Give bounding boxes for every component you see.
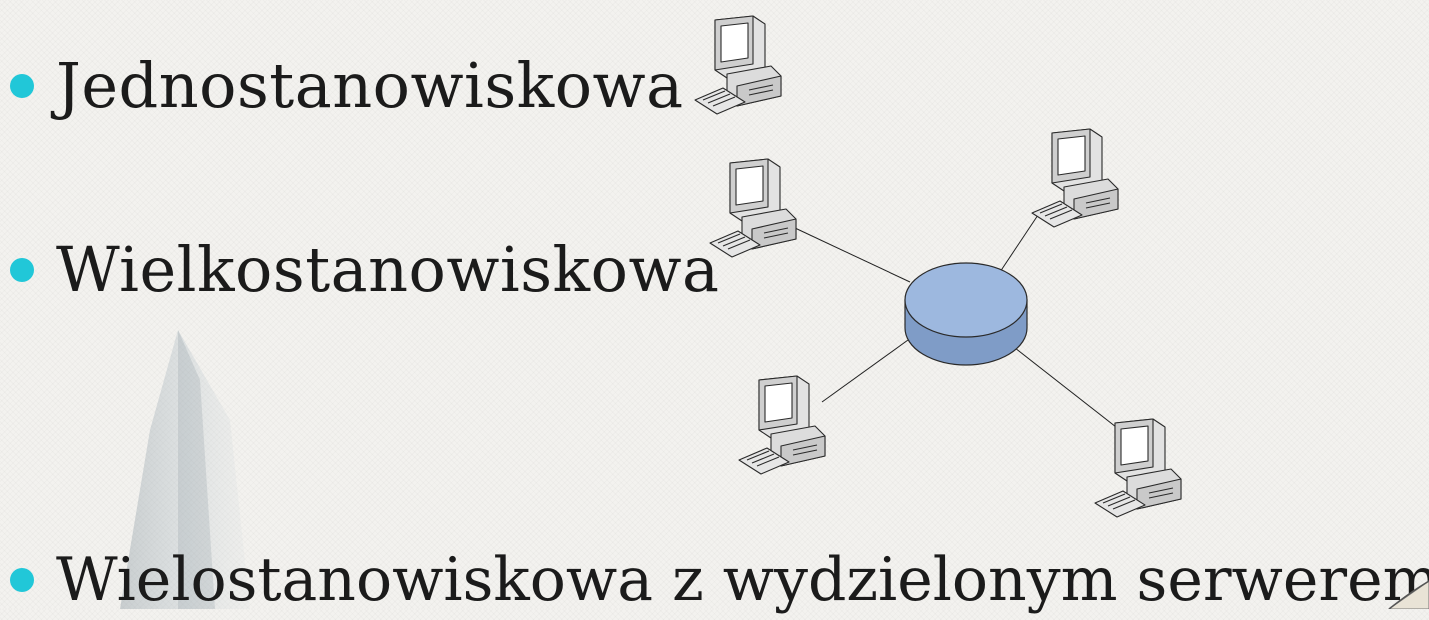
computer-icon xyxy=(709,158,797,258)
bullet-text: Wielostanowiskowa z wydzielonym serwerem xyxy=(56,545,1429,615)
bullet-dot-icon xyxy=(10,258,34,282)
page-curl-decoration xyxy=(1388,580,1429,609)
bullet-dot-icon xyxy=(10,568,34,592)
building-background-image xyxy=(120,330,250,609)
computer-icon xyxy=(1094,418,1182,518)
link-top-left xyxy=(794,227,911,283)
bullet-item-single-station: Jednostanowiskowa xyxy=(10,46,684,126)
computer-icon xyxy=(738,375,826,475)
link-bottom-left xyxy=(821,339,909,403)
network-hub-icon xyxy=(904,262,1028,366)
bullet-dot-icon xyxy=(10,74,34,98)
bullet-text: Jednostanowiskowa xyxy=(56,49,684,122)
bullet-item-multi-station: Wielkostanowiskowa xyxy=(10,230,719,310)
link-top-right xyxy=(999,211,1041,273)
bullet-text: Wielkostanowiskowa xyxy=(56,233,720,306)
computer-icon xyxy=(1031,128,1119,228)
bullet-item-dedicated-server: Wielostanowiskowa z wydzielonym serwerem xyxy=(10,540,1429,620)
computer-icon xyxy=(694,15,782,115)
